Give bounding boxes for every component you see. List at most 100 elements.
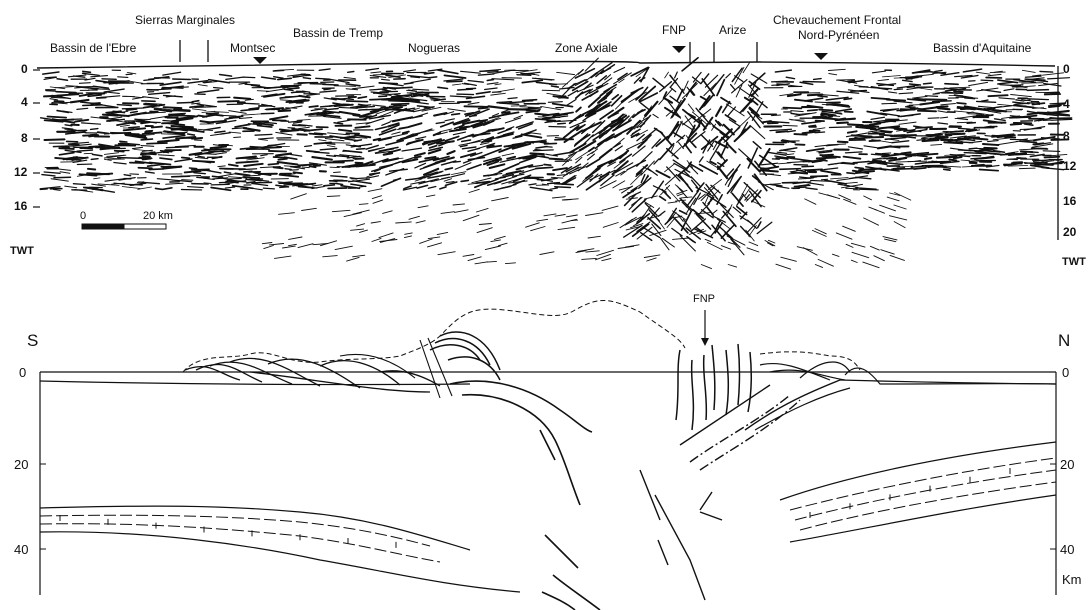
reflector-stroke	[447, 151, 454, 154]
reflector-stroke	[182, 158, 190, 159]
right-tick-20: 20	[1063, 225, 1077, 239]
reflector-stroke	[558, 123, 566, 124]
reflector-stroke	[215, 131, 225, 132]
reflector-stroke	[88, 169, 95, 170]
reflector-stroke	[848, 124, 863, 125]
reflector-stroke	[819, 110, 832, 111]
reflector-stroke	[148, 164, 165, 166]
reflector-stroke	[918, 111, 936, 112]
reflector-stroke	[808, 110, 818, 111]
reflector-stroke	[725, 233, 740, 248]
reflector-stroke	[166, 183, 183, 184]
reflector-stroke	[372, 238, 381, 241]
reflector-stroke	[261, 155, 268, 156]
reflector-stroke	[853, 162, 867, 163]
reflector-stroke	[802, 166, 813, 167]
reflector-stroke	[275, 69, 294, 70]
reflector-stroke	[340, 112, 360, 115]
reflector-stroke	[555, 160, 572, 161]
reflector-stroke	[1022, 70, 1035, 72]
reflector-stroke	[811, 176, 828, 177]
reflector-stroke	[944, 169, 950, 170]
reflector-stroke	[845, 152, 862, 153]
reflector-stroke	[347, 101, 368, 102]
reflector-stroke	[931, 144, 942, 145]
reflector-stroke	[124, 128, 145, 130]
reflector-stroke	[908, 161, 927, 162]
reflector-stroke	[680, 176, 692, 192]
reflector-stroke	[838, 119, 855, 120]
reflector-stroke	[41, 118, 51, 120]
reflector-stroke	[263, 188, 274, 189]
reflector-stroke	[938, 108, 949, 109]
reflector-stroke	[126, 74, 132, 75]
reflector-stroke	[779, 163, 791, 164]
reflector-stroke	[393, 87, 412, 88]
reflector-stroke	[460, 127, 469, 128]
reflector-stroke	[750, 125, 765, 138]
reflector-stroke	[235, 124, 250, 127]
reflector-stroke	[372, 196, 381, 199]
reflector-stroke	[129, 123, 136, 124]
reflector-stroke	[487, 83, 498, 85]
reflector-stroke	[194, 173, 205, 174]
reflector-stroke	[298, 134, 307, 135]
reflector-stroke	[373, 74, 392, 75]
reflector-stroke	[43, 72, 59, 74]
reflector-stroke	[914, 168, 926, 169]
reflector-stroke	[828, 164, 838, 165]
reflector-stroke	[887, 100, 905, 101]
reflector-stroke	[828, 69, 845, 70]
reflector-stroke	[898, 115, 913, 116]
reflector-stroke	[925, 96, 937, 97]
reflector-stroke	[91, 159, 98, 160]
reflector-stroke	[794, 165, 808, 166]
reflector-stroke	[487, 80, 493, 81]
reflector-stroke	[741, 226, 751, 236]
right-tick-8: 8	[1063, 129, 1070, 143]
reflector-stroke	[316, 78, 330, 79]
reflector-stroke	[410, 113, 427, 118]
reflector-stroke	[461, 180, 468, 181]
reflector-stroke	[276, 132, 292, 135]
reflector-stroke	[718, 225, 733, 238]
reflector-stroke	[680, 211, 687, 215]
reflector-stroke	[567, 215, 578, 217]
reflector-stroke	[190, 168, 197, 169]
reflector-stroke	[1028, 99, 1049, 100]
reflector-stroke	[864, 196, 872, 200]
right-depth-unit: Km	[1062, 572, 1082, 587]
reflector-stroke	[338, 120, 350, 122]
reflector-stroke	[562, 199, 578, 200]
reflector-stroke	[576, 92, 583, 98]
reflector-stroke	[355, 135, 370, 137]
reflector-stroke	[278, 78, 291, 79]
reflector-stroke	[559, 98, 567, 99]
reflector-stroke	[468, 81, 483, 83]
reflector-stroke	[954, 157, 962, 158]
reflector-stroke	[94, 178, 100, 179]
reflector-stroke	[1025, 124, 1033, 125]
reflector-stroke	[284, 184, 301, 185]
reflector-stroke	[284, 89, 293, 90]
reflector-stroke	[739, 88, 752, 97]
reflector-stroke	[320, 91, 336, 92]
reflector-stroke	[380, 239, 394, 243]
reflector-stroke	[700, 157, 704, 162]
reflector-stroke	[225, 187, 235, 188]
reflector-stroke	[813, 230, 827, 236]
reflector-stroke	[453, 132, 465, 135]
reflector-stroke	[492, 198, 509, 201]
reflector-stroke	[219, 174, 237, 177]
reflector-stroke	[416, 137, 426, 139]
reflector-stroke	[351, 229, 364, 230]
reflector-stroke	[413, 130, 434, 134]
reflector-stroke	[780, 148, 797, 151]
reflector-stroke	[871, 88, 892, 89]
reflector-stroke	[298, 164, 317, 165]
reflector-stroke	[807, 149, 824, 152]
reflector-stroke	[467, 165, 481, 170]
reflector-stroke	[79, 83, 90, 84]
reflector-stroke	[751, 74, 767, 83]
eroded-profile-dashed	[183, 300, 685, 372]
